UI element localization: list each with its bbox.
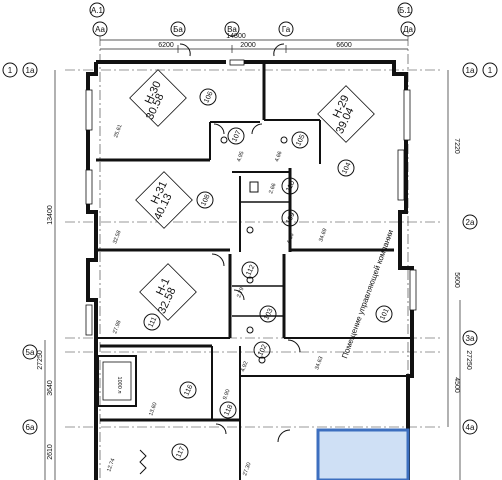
left-axis-markers: 1 1а 5а 6а	[2, 62, 38, 435]
area-label-7: 32.58	[112, 230, 122, 245]
area-label-6: 34.69	[318, 228, 328, 243]
dim-total-top: 14800	[226, 33, 246, 40]
area-label-13: 9.90	[222, 389, 231, 401]
dim-right-1: 7220	[453, 138, 460, 154]
right-axis-markers: 1а 1 2а 3а 4а	[462, 62, 498, 435]
area-label-12: 13.60	[148, 402, 158, 417]
apartment-h31: Н-31 40.13	[135, 171, 193, 229]
highlight-zone	[316, 428, 410, 480]
axis-3a-label: 3а	[466, 334, 475, 343]
dim-right-2: 5600	[453, 272, 460, 288]
axis-2a-label: 2а	[466, 218, 475, 227]
right-dimensions: 7220 5600 27250 4500	[447, 70, 472, 480]
axis-1-label: 1	[8, 66, 13, 75]
fixtures	[220, 136, 288, 364]
top-axis-markers: А.1 Аа Ба Ва Га Б.1 Да	[89, 2, 416, 37]
office-room: Помещение управляющей компании 101	[340, 229, 395, 360]
dim-top-3: 6600	[336, 42, 352, 49]
room-109: 109	[285, 212, 296, 226]
dim-left-2: 27250	[37, 350, 44, 370]
axis-1-right-label: 1	[488, 66, 493, 75]
axis-ga-label: Га	[282, 25, 291, 34]
dim-right-4: 4500	[453, 377, 460, 393]
room-104: 104	[341, 162, 352, 176]
area-label-14: 27.30	[242, 462, 252, 477]
area-label-8: 27.98	[112, 320, 122, 335]
apartment-h1: Н-1 32.58	[139, 263, 197, 321]
office-title: Помещение управляющей компании	[340, 229, 395, 360]
axis-5a-label: 4а	[466, 423, 475, 432]
windows	[85, 59, 417, 336]
axis-da-label: Да	[403, 25, 413, 34]
area-label-1: 25.61	[113, 124, 123, 139]
dim-left-1: 13400	[47, 205, 54, 225]
doors	[179, 43, 301, 443]
area-label-11: 34.63	[314, 356, 324, 371]
axis-aa-label: Аа	[95, 25, 105, 34]
room-112: 112	[245, 264, 256, 277]
area-labels: 25.61 4.95 4.66 2.66 4.66 34.69 32.58 27…	[106, 124, 328, 477]
room-numbers: 106 104 108 111 107 105 110 109 112 103 …	[143, 88, 355, 461]
room-101: 101	[379, 308, 390, 322]
apartment-h30: Н-30 30.58	[129, 69, 187, 127]
room-116: 116	[183, 384, 194, 397]
room-107: 107	[231, 130, 242, 144]
axis-6a-label: 6а	[26, 423, 35, 432]
area-label-3: 4.66	[274, 151, 283, 163]
building-walls	[86, 60, 414, 480]
room-105: 105	[295, 134, 306, 148]
axis-ba-label: Ба	[173, 25, 183, 34]
room-111: 111	[147, 316, 158, 329]
dim-right-3: 27250	[465, 350, 472, 370]
room-110: 110	[285, 180, 296, 193]
room-103: 103	[263, 308, 274, 322]
area-label-15: 12.74	[106, 458, 116, 473]
area-label-5: 4.66	[286, 233, 295, 245]
apartment-h29: Н-29 39.04	[317, 85, 375, 143]
room-118: 118	[223, 404, 234, 417]
area-label-10: 4.92	[240, 361, 249, 373]
room-108: 108	[200, 194, 211, 208]
axis-va-label: Ва	[227, 25, 237, 34]
axis-1a-label: 1а	[26, 66, 35, 75]
top-dimensions: 14800 6200 2000 6600	[100, 33, 408, 53]
room-102: 102	[257, 344, 268, 358]
area-label-4: 2.66	[268, 183, 277, 195]
dim-left-4: 2610	[47, 444, 54, 460]
axis-b1-label: Б.1	[399, 6, 411, 15]
dim-left-3: 3640	[47, 380, 54, 396]
room-117: 117	[175, 446, 186, 459]
dim-top-1: 6200	[158, 42, 174, 49]
room-106: 106	[203, 91, 214, 105]
axis-4a-label: 5а	[26, 348, 35, 357]
axis-1a-right-label: 1а	[466, 66, 475, 75]
axis-a1-label: А.1	[91, 6, 104, 15]
area-label-2: 4.95	[236, 151, 245, 163]
tank-label: 1000 л	[116, 377, 122, 394]
dim-top-2: 2000	[240, 42, 256, 49]
left-dimensions: 13400 27250 3640 2610	[37, 70, 56, 480]
stair-tank: 1000 л	[97, 355, 147, 475]
